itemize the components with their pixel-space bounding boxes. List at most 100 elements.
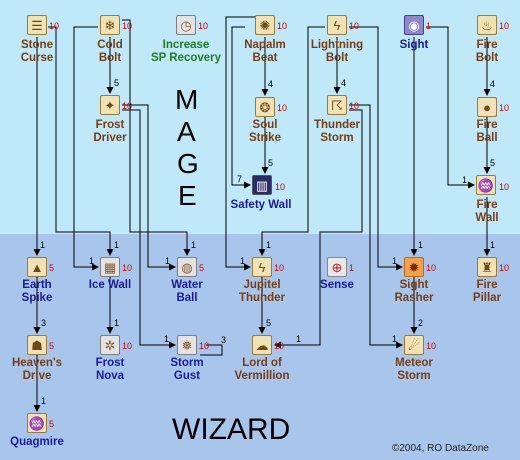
lord-of-vermillion-icon[interactable]: ☁ [252,335,272,355]
heavens-drive-label: Heaven's Drive [11,357,63,382]
req-water-ball-frost-driver: 1 [165,256,171,266]
req-safety-wall-soul-strike: 5 [268,158,274,168]
link-sight-fire-wall [426,26,475,189]
cold-bolt-label: Cold Bolt [97,39,123,64]
req-lord-of-vermillion-jupitel-thunder: 5 [266,318,272,328]
fire-pillar-label: Fire Pillar [472,279,502,304]
lightning-bolt-icon[interactable]: ϟ [327,15,347,35]
jupitel-thunder-icon[interactable]: ϟ [252,257,272,277]
jupitel-thunder-label: Jupitel Thunder [239,279,285,304]
ice-wall-label: Ice Wall [88,279,132,291]
water-ball-level: 5 [199,263,205,273]
link-frost-nova-storm-gust [200,344,223,356]
lightning-bolt-label: Lightning Bolt [310,39,364,64]
req-fire-ball-fire-bolt: 4 [490,79,496,89]
safety-wall-label: Safety Wall [230,199,292,211]
heavens-drive-icon[interactable]: ☗ [27,335,47,355]
mage-title-e: E [178,180,197,211]
fire-ball-label: Fire Ball [476,119,498,144]
req-frost-driver-cold-bolt: 5 [114,78,120,88]
napalm-beat-icon[interactable]: ✺ [255,15,275,35]
heavens-drive-level: 5 [49,341,55,351]
req-safety-wall-napalm-beat: 7 [237,174,243,184]
fire-wall-label: Fire Wall [475,199,499,224]
stone-curse-icon[interactable]: ☰ [27,15,47,35]
link-thunder-storm-lord-of-vermillion [274,109,363,349]
mage-title-a: A [177,116,196,147]
link-frost-driver-water-ball [122,104,176,271]
clock-icon[interactable]: ◷ [176,15,196,35]
frost-driver-icon[interactable]: ✦ [100,95,120,115]
soul-strike-level: 10 [277,103,288,113]
storm-gust-icon[interactable]: ❅ [177,335,197,355]
cold-bolt-level: 10 [122,21,133,31]
eye-icon[interactable]: ◉ [404,15,424,35]
frost-nova-icon[interactable]: ✲ [100,335,120,355]
fire-wall-level: 10 [499,182,510,192]
earth-spike-level: 5 [49,263,55,273]
link-stone-curse-ice-wall [48,26,114,256]
increase-sp-recovery-level: 10 [198,21,209,31]
req-sight-rasher-lightning-bolt: 1 [392,256,398,266]
fire-ball-icon[interactable]: ● [477,97,497,117]
quagmire-level: 5 [49,419,55,429]
req-thunder-storm-lightning-bolt: 4 [341,78,347,88]
target-icon[interactable]: ⊕ [327,257,347,277]
link-cold-bolt-ice-wall [73,26,99,271]
frost-nova-level: 10 [122,341,133,351]
napalm-beat-label: Napalm Beat [244,39,286,64]
water-ball-label: Water Ball [171,279,203,304]
lord-of-vermillion-level: 10 [274,341,285,351]
sight-rasher-level: 10 [426,263,437,273]
ice-wall-icon[interactable]: ▦ [100,257,120,277]
fire-pillar-icon[interactable]: ♜ [477,257,497,277]
quagmire-label: Quagmire [10,436,64,448]
wall-icon[interactable]: ▥ [252,175,272,195]
flame-icon[interactable]: ✹ [404,257,424,277]
req-meteor-storm-sight-rasher: 2 [418,318,424,328]
link-frost-driver-storm-gust [122,109,176,349]
storm-gust-label: Storm Gust [170,357,204,382]
water-ball-icon[interactable]: ◍ [177,257,197,277]
meteor-storm-icon[interactable]: ☄ [404,335,424,355]
cold-bolt-icon[interactable]: ❄ [100,15,120,35]
sight-label: Sight [399,39,429,51]
fire-bolt-icon[interactable]: ♨ [477,15,497,35]
req-water-ball-cold-bolt: 1 [191,240,197,250]
link-cold-bolt-water-ball [122,19,191,256]
earth-spike-label: Earth Spike [21,279,53,304]
req-meteor-storm-thunder-storm: 1 [392,334,398,344]
frost-driver-label: Frost Driver [93,119,127,144]
link-napalm-beat-jupitel-thunder [225,16,255,271]
link-lightning-bolt-sight-rasher [349,26,403,271]
wizard-title: WIZARD [172,413,291,446]
lightning-bolt-level: 10 [349,21,360,31]
req-fire-wall-fire-ball: 5 [490,158,496,168]
req-storm-gust-frost-driver: 1 [164,334,170,344]
req-ice-wall-cold-bolt: 1 [89,256,95,266]
soul-strike-icon[interactable]: ❂ [255,97,275,117]
spike-icon[interactable]: ▲ [27,257,47,277]
safety-wall-level: 10 [275,182,286,192]
sight-level: 1 [426,21,432,31]
req-fire-pillar-fire-wall: 1 [490,240,496,250]
soul-strike-label: Soul Strike [249,119,281,144]
meteor-storm-level: 10 [426,341,437,351]
credit-text: ©2004, RO DataZone [392,443,489,454]
req-sight-rasher-sight: 1 [418,240,424,250]
mage-title-m: M [175,84,199,115]
quagmire-icon[interactable]: ♒ [27,413,47,433]
thunder-storm-icon[interactable]: ☈ [327,95,347,115]
thunder-storm-level: 10 [349,101,360,111]
stone-curse-label: Stone Curse [20,39,54,64]
req-storm-gust-frost-nova: 3 [221,335,227,345]
req-fire-wall-sight: 1 [462,175,468,185]
req-jupitel-thunder-lightning-bolt: 1 [266,240,272,250]
req-soul-strike-napalm-beat: 4 [268,79,274,89]
fire-wall-icon[interactable]: ♒ [476,175,496,195]
req-earth-spike-stone-curse: 1 [40,240,46,250]
frost-nova-label: Frost Nova [95,357,125,382]
req-lord-of-vermillion-thunder-storm: 1 [296,334,302,344]
req-jupitel-thunder-napalm-beat: 1 [240,256,246,266]
